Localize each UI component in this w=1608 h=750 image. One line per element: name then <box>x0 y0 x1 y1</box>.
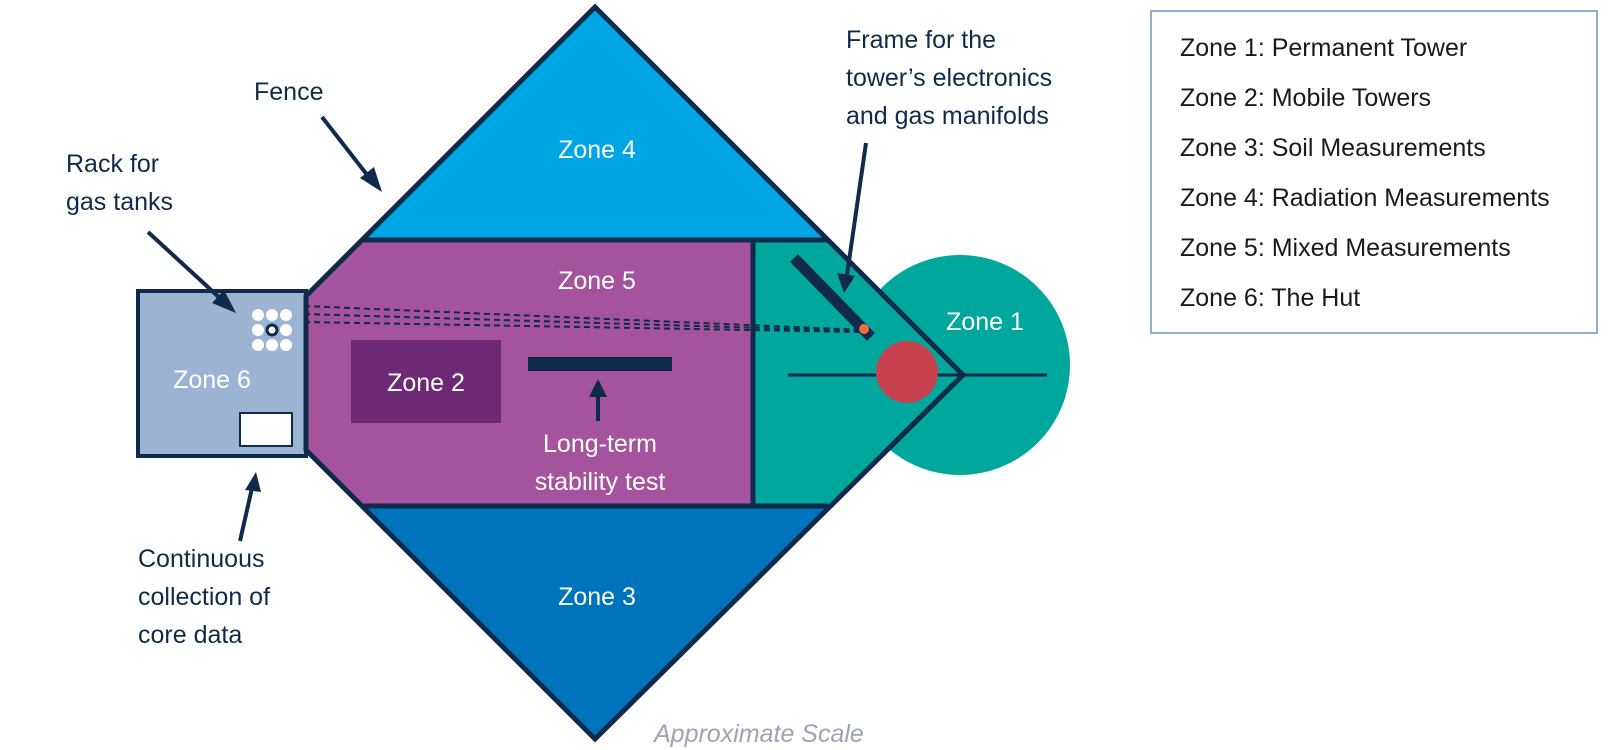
core-data-label-line-2: collection of <box>138 583 270 611</box>
gas-tank-rack <box>252 309 292 351</box>
zone-1-label: Zone 1 <box>946 308 1024 336</box>
legend-item-zone-3: Zone 3: Soil Measurements <box>1180 134 1486 162</box>
rack-label-line-1: Rack for <box>66 150 159 178</box>
zone-5-area <box>306 240 753 506</box>
legend-item-zone-5: Zone 5: Mixed Measurements <box>1180 234 1511 262</box>
electronics-frame-bar <box>790 254 875 341</box>
core-data-label-line-3: core data <box>138 621 242 649</box>
zone-4-label: Zone 4 <box>558 136 636 164</box>
frame-arrowhead <box>837 273 855 293</box>
fence-arrow <box>320 115 370 178</box>
permanent-tower-marker <box>876 341 938 403</box>
frame-label-line-3: and gas manifolds <box>846 102 1049 130</box>
sensor-dot <box>859 324 869 334</box>
stability-label-line-1: Long-term <box>543 430 657 458</box>
approximate-scale-note: Approximate Scale <box>652 720 864 748</box>
zone-3-area <box>362 506 828 739</box>
frame-label-line-2: tower’s electronics <box>846 64 1052 92</box>
fence-label: Fence <box>254 78 323 106</box>
legend-item-zone-1: Zone 1: Permanent Tower <box>1180 34 1468 62</box>
zone-1-area <box>753 240 963 506</box>
rack-label-line-2: gas tanks <box>66 188 173 216</box>
legend-item-zone-2: Zone 2: Mobile Towers <box>1180 84 1432 112</box>
zone-4-area <box>362 7 828 240</box>
hut-equipment-box <box>239 412 293 447</box>
fence-arrowhead <box>360 167 382 192</box>
core-data-arrowhead <box>245 472 261 492</box>
stability-label-line-2: stability test <box>535 468 666 496</box>
stability-arrowhead <box>589 379 607 397</box>
stability-test-bar <box>528 357 672 371</box>
zone-5-label: Zone 5 <box>558 267 636 295</box>
zone-2-area <box>351 340 501 423</box>
gas-lines <box>303 305 865 333</box>
zone-2-label: Zone 2 <box>387 369 465 397</box>
legend-item-zone-6: Zone 6: The Hut <box>1180 284 1361 312</box>
zone-legend: Zone 1: Permanent Tower Zone 2: Mobile T… <box>1150 10 1598 334</box>
legend-item-zone-4: Zone 4: Radiation Measurements <box>1180 184 1550 212</box>
rack-arrow <box>146 230 224 302</box>
frame-label-line-1: Frame for the <box>846 26 996 54</box>
core-data-label-line-1: Continuous <box>138 545 264 573</box>
rack-arrowhead <box>212 290 236 313</box>
core-data-arrow <box>238 487 254 542</box>
fence-outline <box>303 3 967 743</box>
zone-3-label: Zone 3 <box>558 583 636 611</box>
frame-arrow <box>845 142 868 276</box>
annotation-arrows <box>146 115 868 542</box>
zone-6-label: Zone 6 <box>173 366 251 394</box>
